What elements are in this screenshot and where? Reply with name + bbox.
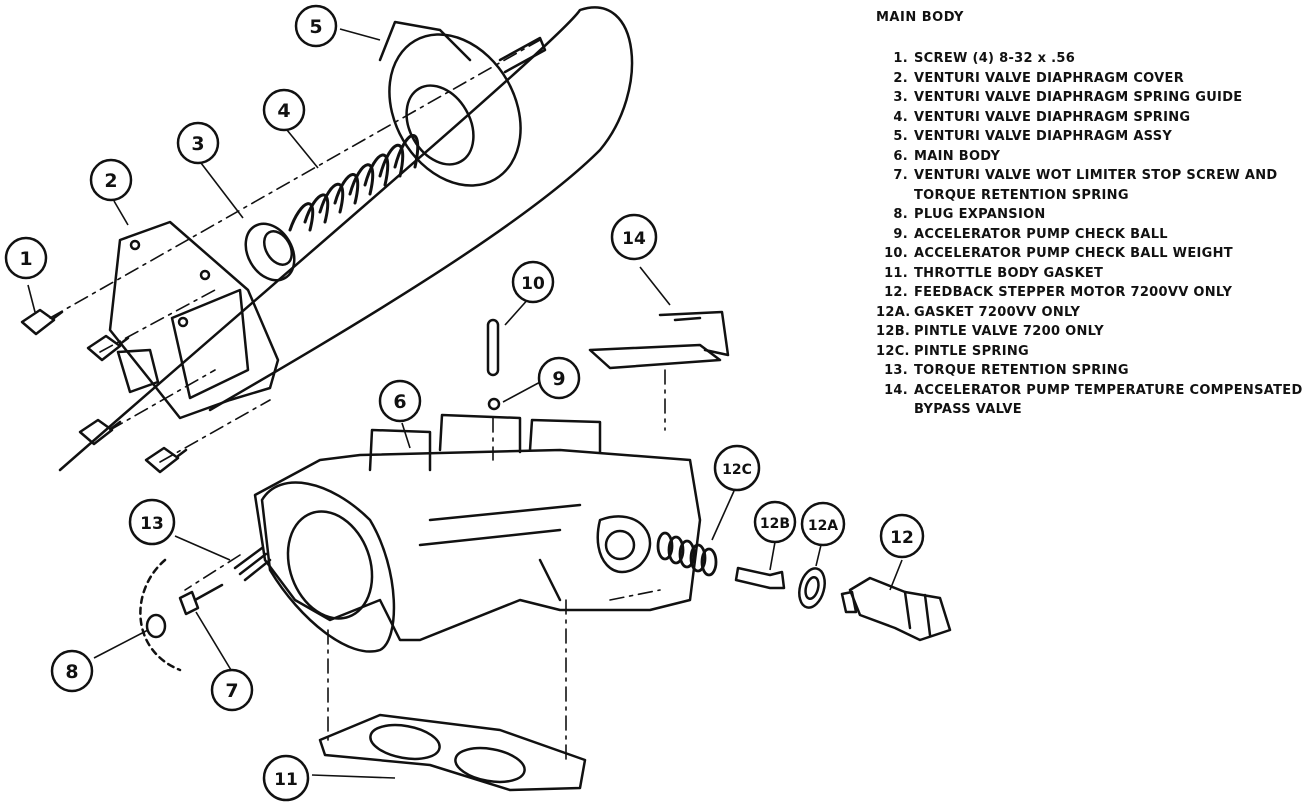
legend-item: 8.PLUG EXPANSION — [893, 207, 1046, 222]
svg-text:14: 14 — [622, 229, 646, 249]
check-ball — [487, 397, 501, 411]
diaphragm-spring — [288, 134, 420, 232]
callout-4: 4 — [262, 88, 306, 132]
axis-line-upper — [49, 39, 541, 319]
legend-list: 1.SCREW (4) 8-32 x .56 2.VENTURI VALVE D… — [876, 49, 1308, 420]
legend-item: 2.VENTURI VALVE DIAPHRAGM COVER — [893, 70, 1185, 86]
svg-text:9: 9 — [552, 368, 565, 390]
legend-item: 13.TORQUE RETENTION SPRING — [884, 363, 1129, 378]
screw-parts — [20, 308, 188, 474]
callout-13: 13 — [128, 498, 176, 546]
axis-line-motor — [609, 589, 661, 601]
callout-2: 2 — [89, 158, 133, 202]
legend-item: 12B.PINTLE VALVE 7200 ONLY — [876, 324, 1104, 339]
axis-line-spring — [184, 554, 241, 591]
diaphragm-assembly — [378, 20, 547, 187]
callout-10: 10 — [511, 260, 555, 304]
pintle-valve — [734, 566, 786, 590]
svg-text:6: 6 — [393, 391, 406, 413]
svg-text:7: 7 — [225, 680, 238, 702]
limiter-screw — [178, 583, 224, 616]
legend-item: 12.FEEDBACK STEPPER MOTOR 7200VV ONLY — [884, 285, 1233, 300]
bypass-valve — [588, 310, 730, 370]
callout-11: 11 — [262, 754, 310, 802]
callout-12a: 12A — [800, 501, 846, 547]
check-ball-weight — [486, 318, 500, 377]
legend-item: 1.SCREW (4) 8-32 x .56 — [893, 51, 1076, 66]
callout-5: 5 — [294, 4, 338, 48]
svg-text:2: 2 — [104, 170, 117, 192]
legend-item: 7.VENTURI VALVE WOT LIMITER STOP SCREW A… — [893, 168, 1278, 203]
svg-text:12A: 12A — [808, 518, 838, 534]
legend-item: 12A.GASKET 7200VV ONLY — [876, 304, 1081, 320]
spring-guide — [244, 222, 296, 282]
callout-6: 6 — [378, 379, 422, 423]
plug-arc — [139, 558, 182, 672]
legend-title: MAIN BODY — [876, 10, 964, 25]
torque-spring — [233, 546, 272, 582]
callout-14: 14 — [610, 213, 658, 261]
callout-7: 7 — [210, 668, 254, 712]
legend-item: 5.VENTURI VALVE DIAPHRAGM ASSY — [893, 129, 1173, 144]
callout-12c: 12C — [713, 444, 761, 492]
main-body — [253, 413, 702, 653]
svg-text:8: 8 — [65, 661, 78, 683]
svg-text:4: 4 — [277, 100, 290, 122]
callout-12: 12 — [879, 513, 925, 559]
expansion-plug — [145, 613, 167, 639]
callout-9: 9 — [537, 356, 581, 400]
axis-line-lower — [109, 369, 216, 431]
legend-item: 4.VENTURI VALVE DIAPHRAGM SPRING — [893, 109, 1191, 125]
legend-item: 14.ACCELERATOR PUMP TEMPERATURE COMPENSA… — [884, 382, 1303, 418]
axis-line-screw — [159, 399, 271, 463]
throttle-body-gasket — [318, 713, 587, 792]
callout-8: 8 — [50, 649, 94, 693]
legend-item: 10.ACCELERATOR PUMP CHECK BALL WEIGHT — [884, 246, 1233, 261]
parts-legend: MAIN BODY 1.SCREW (4) 8-32 x .56 2.VENTU… — [876, 10, 1308, 420]
motor-gasket — [798, 567, 826, 609]
svg-text:3: 3 — [191, 133, 204, 155]
legend-item: 9.ACCELERATOR PUMP CHECK BALL — [893, 226, 1168, 242]
svg-text:11: 11 — [274, 770, 298, 790]
svg-text:5: 5 — [309, 16, 322, 38]
pintle-spring — [656, 531, 718, 577]
legend-item: 3.VENTURI VALVE DIAPHRAGM SPRING GUIDE — [893, 90, 1243, 105]
callout-1: 1 — [4, 236, 48, 280]
svg-text:13: 13 — [140, 514, 164, 534]
stepper-motor — [840, 576, 952, 642]
legend-item: 11.THROTTLE BODY GASKET — [884, 265, 1104, 281]
callout-12b: 12B — [753, 500, 797, 544]
svg-text:12: 12 — [890, 528, 914, 548]
svg-text:1: 1 — [19, 248, 32, 270]
svg-text:12B: 12B — [760, 516, 790, 532]
svg-text:10: 10 — [521, 274, 545, 294]
callout-3: 3 — [176, 121, 220, 165]
legend-item: 6.MAIN BODY — [893, 148, 1001, 164]
svg-text:12C: 12C — [722, 462, 752, 478]
legend-item: 12C.PINTLE SPRING — [876, 343, 1029, 359]
assembly-outline-arc — [58, 6, 634, 472]
diaphragm-cover — [108, 220, 280, 420]
